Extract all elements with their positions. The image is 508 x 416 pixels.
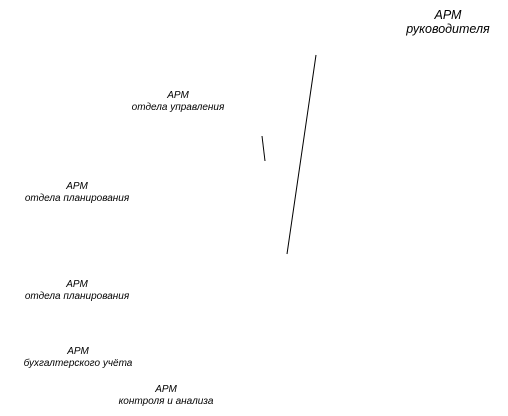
node-management-title: АРМ bbox=[167, 90, 189, 101]
node-accounting-title: АРМ bbox=[67, 346, 89, 357]
node-planning-2-title: АРМ bbox=[66, 279, 88, 290]
node-head-title: АРМ bbox=[434, 8, 462, 22]
connector-line-long bbox=[286, 54, 317, 255]
node-control-workstation: АРМ контроля и анализа bbox=[106, 384, 226, 407]
node-planning-2-subtitle: отдела планирования bbox=[24, 290, 130, 302]
node-accounting-subtitle: бухгалтерского учёта bbox=[23, 357, 133, 369]
node-control-title: АРМ bbox=[155, 384, 177, 395]
node-management-subtitle: отдела управления bbox=[131, 101, 225, 113]
node-head-subtitle: руководителя bbox=[406, 22, 490, 37]
node-planning-workstation-1: АРМ отдела планирования bbox=[16, 181, 138, 204]
node-planning-1-title: АРМ bbox=[66, 181, 88, 192]
node-accounting-workstation: АРМ бухгалтерского учёта bbox=[16, 346, 140, 369]
connector-line-short bbox=[261, 135, 266, 162]
node-control-subtitle: контроля и анализа bbox=[118, 395, 214, 407]
node-head-workstation: АРМ руководителя bbox=[388, 8, 508, 37]
node-planning-1-subtitle: отдела планирования bbox=[24, 192, 130, 204]
node-planning-workstation-2: АРМ отдела планирования bbox=[16, 279, 138, 302]
node-management-workstation: АРМ отдела управления bbox=[118, 90, 238, 113]
